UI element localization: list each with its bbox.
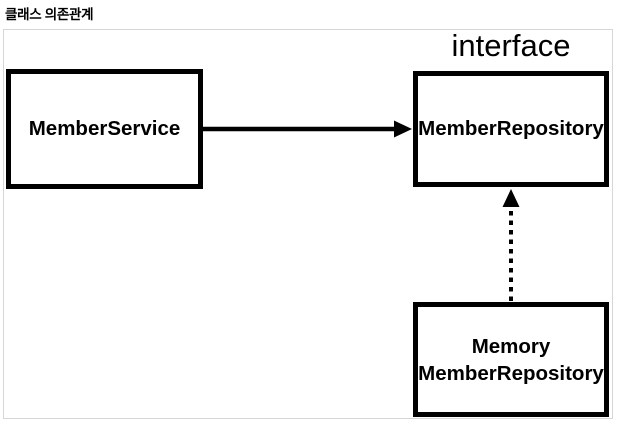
node-member-repository-label: MemberRepository [418,117,604,140]
node-memory-member-repository: Memory MemberRepository [413,302,609,417]
node-member-service-label: MemberService [28,117,181,140]
node-member-service: MemberService [6,69,203,189]
page-title: 클래스 의존관계 [5,7,94,22]
node-memory-member-repository-label-line2: MemberRepository [418,361,604,385]
node-memory-member-repository-label-line1: Memory [471,334,551,358]
interface-stereotype-label: interface [451,28,571,63]
node-member-repository: MemberRepository [413,71,609,187]
